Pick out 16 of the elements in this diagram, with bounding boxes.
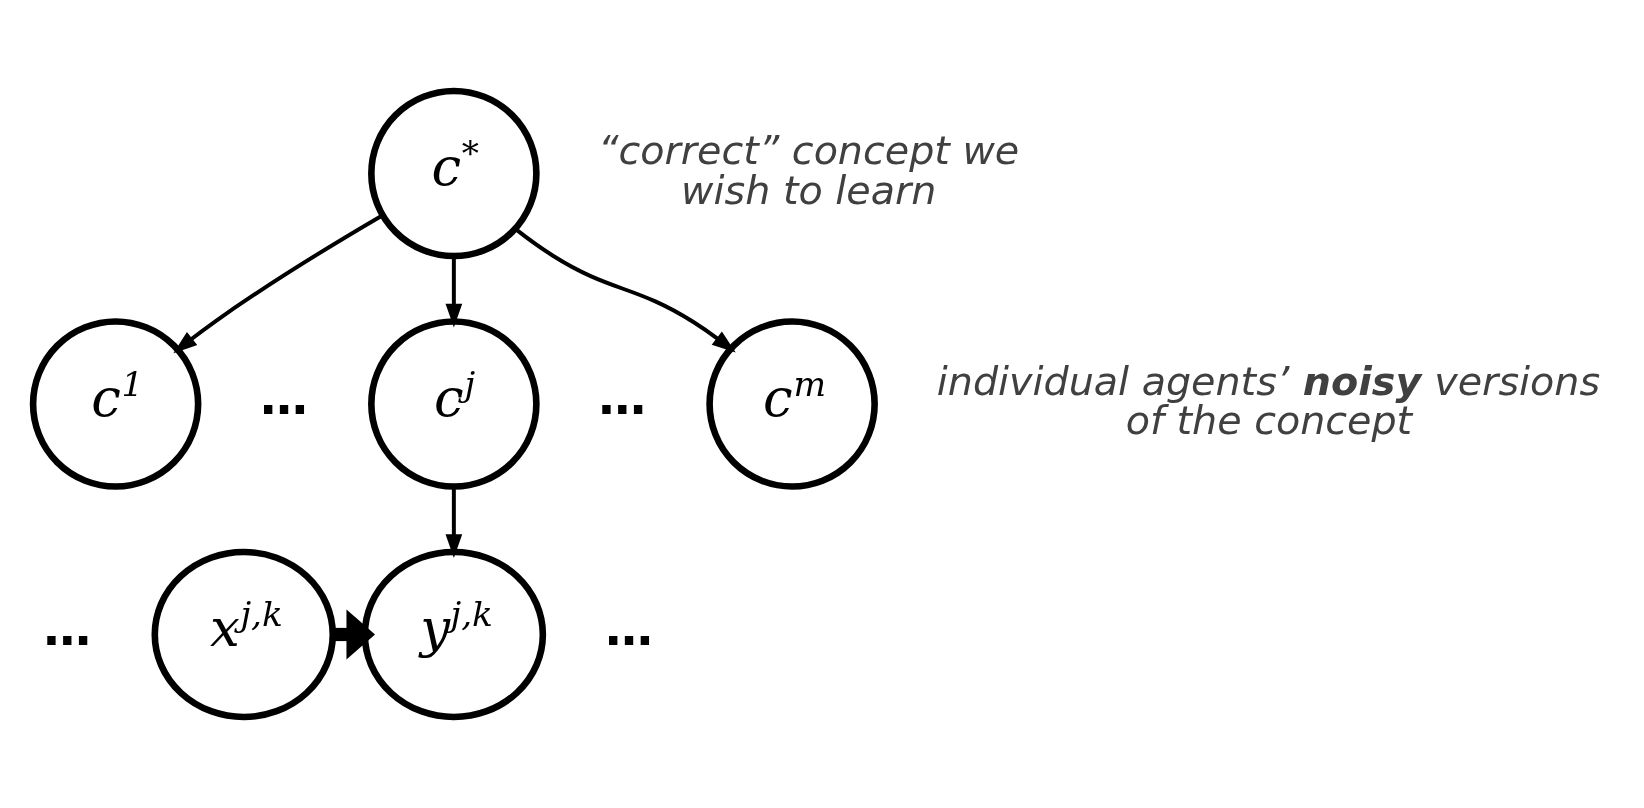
node-circle: c$^{1}$ — [29, 318, 201, 490]
arrow — [172, 213, 384, 354]
arrow — [332, 609, 375, 660]
label: … — [43, 600, 91, 656]
node-circle: c$^{m}$ — [705, 318, 878, 490]
node-label: individual agents’ noisy versions of the concept — [936, 357, 1600, 444]
label: … — [259, 370, 308, 426]
node-circle: c$^{j}$ — [367, 318, 540, 490]
arrow — [513, 227, 736, 353]
label: … — [604, 600, 653, 656]
node-circle: x$^{j,k}$ — [151, 548, 336, 721]
node-circle: c$^{*}$ — [367, 87, 540, 260]
label: … — [598, 370, 646, 426]
arrow — [445, 486, 462, 559]
node-circle: y$^{j,k}$ — [361, 548, 546, 721]
node-label: “correct” concept we wish to learn — [597, 127, 1019, 213]
